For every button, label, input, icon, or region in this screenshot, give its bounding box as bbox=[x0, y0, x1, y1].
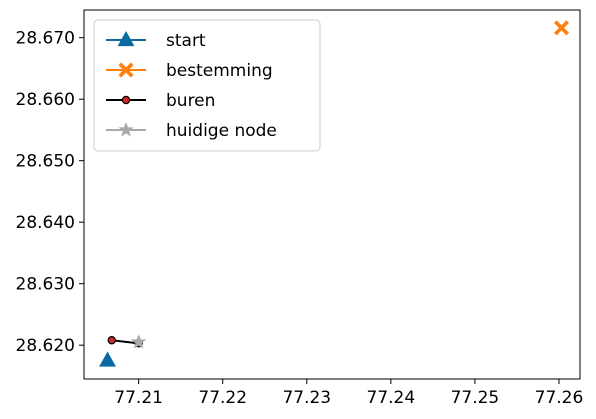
legend-label-start: start bbox=[166, 31, 206, 51]
legend: start bestemming buren huidige node bbox=[93, 19, 321, 152]
data-point-start bbox=[99, 351, 116, 367]
series-line-buren bbox=[111, 339, 139, 345]
legend-label-bestemming: bestemming bbox=[166, 61, 273, 81]
y-tick-label: 28.640 bbox=[16, 213, 75, 233]
data-point-huidige-node bbox=[131, 334, 147, 349]
axes: 77.21 77.22 77.23 77.24 77.25 77.26 28.620 28.6… bbox=[16, 29, 584, 408]
x-tick-label: 77.22 bbox=[198, 388, 247, 408]
x-tick-label: 77.21 bbox=[114, 388, 163, 408]
x-tick-label: 77.25 bbox=[451, 388, 500, 408]
y-tick-label: 28.620 bbox=[16, 336, 75, 356]
data-point-buren bbox=[107, 336, 116, 345]
legend-label-buren: buren bbox=[166, 91, 215, 111]
y-tick-label: 28.660 bbox=[16, 90, 75, 110]
legend-marker-start bbox=[117, 30, 135, 47]
y-tick-label: 28.630 bbox=[16, 275, 75, 295]
data-point-bestemming bbox=[554, 20, 570, 36]
y-tick-label: 28.670 bbox=[16, 29, 75, 49]
legend-marker-bestemming bbox=[118, 62, 134, 78]
y-tick-label: 28.650 bbox=[16, 152, 75, 172]
x-tick-label: 77.23 bbox=[282, 388, 331, 408]
plot-area bbox=[99, 20, 570, 367]
x-tick-label: 77.24 bbox=[367, 388, 416, 408]
legend-box bbox=[93, 19, 321, 152]
legend-marker-buren bbox=[121, 95, 131, 105]
x-tick-label: 77.26 bbox=[535, 388, 584, 408]
legend-label-huidige-node: huidige node bbox=[166, 121, 277, 141]
legend-marker-huidige-node bbox=[118, 122, 134, 137]
plot-frame bbox=[83, 9, 581, 380]
